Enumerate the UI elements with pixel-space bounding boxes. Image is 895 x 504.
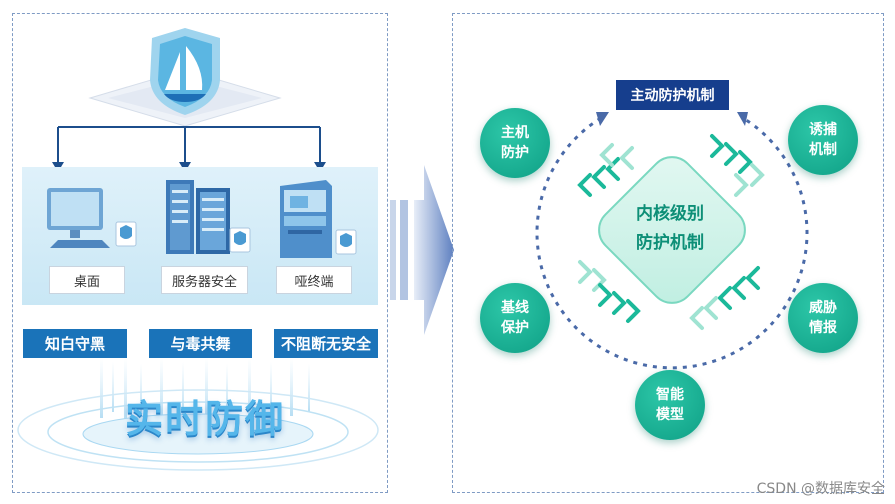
terminal-icon [280, 180, 357, 258]
node-threat-intel: 威胁 情报 [788, 283, 858, 353]
node-trap-mechanism: 诱捕 机制 [788, 105, 858, 175]
slogan-3: 不阻断无安全 [274, 329, 378, 358]
big-right-arrow [390, 165, 454, 335]
desktop-icon [47, 188, 137, 248]
active-protection-box: 主动防护机制 [616, 80, 729, 110]
connector-arrows [57, 126, 321, 164]
right-panel [452, 13, 884, 493]
slogan-1: 知白守黑 [23, 329, 127, 358]
server-icon [166, 180, 251, 254]
device-label-terminal: 哑终端 [276, 266, 352, 294]
slogan-2: 与毒共舞 [149, 329, 252, 358]
device-label-server: 服务器安全 [161, 266, 248, 294]
realtime-defense-title: 实时防御 [124, 397, 285, 441]
left-panel [12, 13, 388, 493]
kernel-protection-text: 内核级别 防护机制 [636, 204, 704, 253]
kernel-diamond [598, 156, 746, 304]
cycle-dashed-circle [535, 116, 809, 370]
node-host-protection: 主机 防护 [480, 108, 550, 178]
node-baseline-protection: 基线 保护 [480, 283, 550, 353]
watermark: CSDN @数据库安全 [756, 481, 885, 497]
device-label-desktop: 桌面 [49, 266, 125, 294]
node-smart-model: 智能 模型 [635, 370, 705, 440]
sail-shield-icon [150, 28, 220, 115]
